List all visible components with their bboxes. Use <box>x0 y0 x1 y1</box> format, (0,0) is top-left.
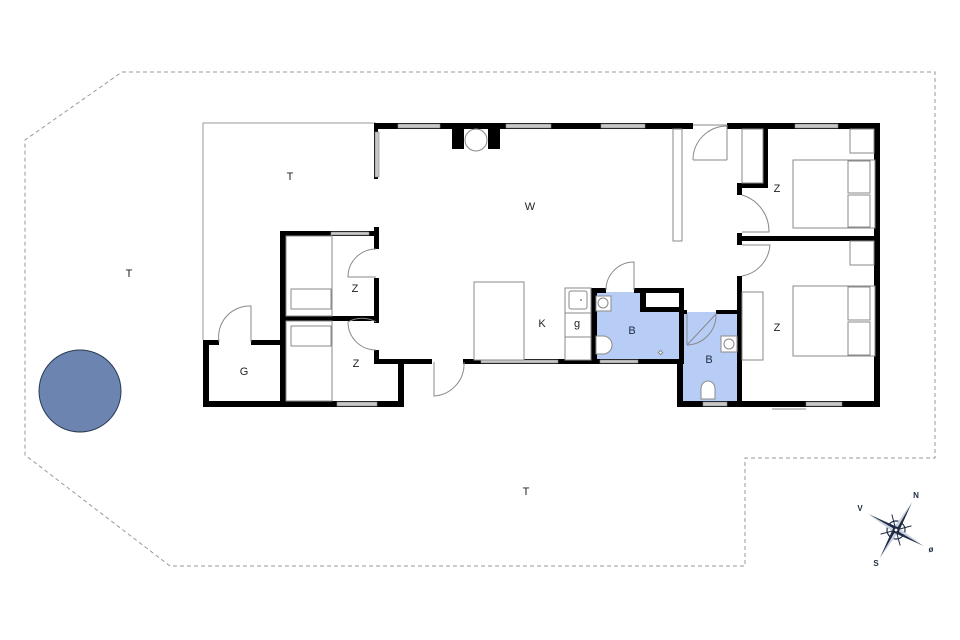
fireplace <box>452 127 464 149</box>
stove-icon <box>464 128 488 152</box>
pool <box>38 349 122 433</box>
wall <box>677 359 683 407</box>
pillow <box>847 321 871 356</box>
toilet-icon <box>595 335 613 355</box>
room-label-kitchen-g: g <box>574 318 580 330</box>
wall <box>284 316 378 321</box>
window <box>702 401 728 407</box>
wall <box>737 276 742 407</box>
wall <box>640 307 684 312</box>
wall <box>737 183 742 195</box>
door <box>741 244 771 277</box>
wall <box>716 310 739 314</box>
wall <box>737 183 768 188</box>
pillow <box>847 286 871 321</box>
wall <box>251 340 286 345</box>
compass-south-label: S <box>873 559 879 568</box>
door <box>347 317 377 351</box>
room-label-terrace: T <box>523 486 530 498</box>
door <box>686 312 717 346</box>
wall <box>679 288 684 364</box>
wall <box>203 340 209 407</box>
wall <box>763 125 768 187</box>
room-label-bedroom: Z <box>353 358 360 370</box>
compass-east-label: ø <box>929 545 934 554</box>
sink-icon <box>568 290 588 310</box>
window <box>336 401 378 407</box>
wall <box>280 231 378 236</box>
room-label-bathroom: B <box>628 325 635 337</box>
window <box>374 131 380 178</box>
wall <box>398 362 404 407</box>
window <box>330 231 370 236</box>
drain <box>580 299 582 301</box>
room-label-bedroom: Z <box>774 183 781 195</box>
pillow <box>847 194 871 228</box>
wall <box>634 288 684 293</box>
window <box>397 123 441 129</box>
window <box>600 123 646 129</box>
door <box>218 305 252 343</box>
wall <box>374 227 379 249</box>
wall <box>374 278 379 323</box>
room-label-bedroom: Z <box>774 322 781 334</box>
kitchen-island <box>473 281 525 361</box>
compass-rose-icon <box>868 502 924 558</box>
door <box>347 248 377 278</box>
nightstand <box>849 240 875 266</box>
room-label-bedroom: Z <box>352 283 359 295</box>
plot-boundary <box>24 71 936 567</box>
compass-north-label: N <box>913 491 919 500</box>
room-label-garage: G <box>240 366 249 378</box>
wall <box>374 350 379 364</box>
wall <box>280 231 286 407</box>
wall <box>640 288 646 312</box>
room-label-bathroom: B <box>705 354 712 366</box>
compass-west-label: V <box>857 504 863 513</box>
window <box>794 123 839 129</box>
partition <box>672 128 683 242</box>
wardrobe <box>741 128 764 184</box>
wall <box>683 310 687 314</box>
fireplace <box>488 127 500 149</box>
door <box>605 261 635 291</box>
wall <box>376 359 432 364</box>
bathroom-1-floor <box>597 292 680 362</box>
wall <box>203 340 219 345</box>
door <box>741 194 770 233</box>
wall <box>463 359 683 364</box>
wall <box>591 288 597 364</box>
wall <box>737 233 742 245</box>
door <box>433 361 465 397</box>
wardrobe <box>741 291 764 361</box>
room-label-kitchen: K <box>538 318 546 330</box>
pillow <box>290 325 332 347</box>
wall <box>874 123 880 407</box>
window <box>599 359 639 364</box>
door <box>692 124 728 161</box>
room-label-living: W <box>525 201 536 213</box>
basin-bowl <box>723 338 735 350</box>
room-label-terrace: T <box>126 268 133 280</box>
basin-bowl <box>597 297 609 309</box>
nightstand <box>849 128 875 154</box>
terrace-outline <box>202 122 376 340</box>
wall <box>591 288 606 293</box>
window <box>805 401 843 407</box>
pillow <box>847 160 871 194</box>
wall <box>737 236 880 241</box>
wall <box>203 401 285 407</box>
window <box>505 123 552 129</box>
toilet-icon <box>700 380 716 400</box>
room-label-terrace: T <box>287 171 294 183</box>
floor-drain-icon <box>657 349 664 356</box>
pillow <box>290 288 332 310</box>
